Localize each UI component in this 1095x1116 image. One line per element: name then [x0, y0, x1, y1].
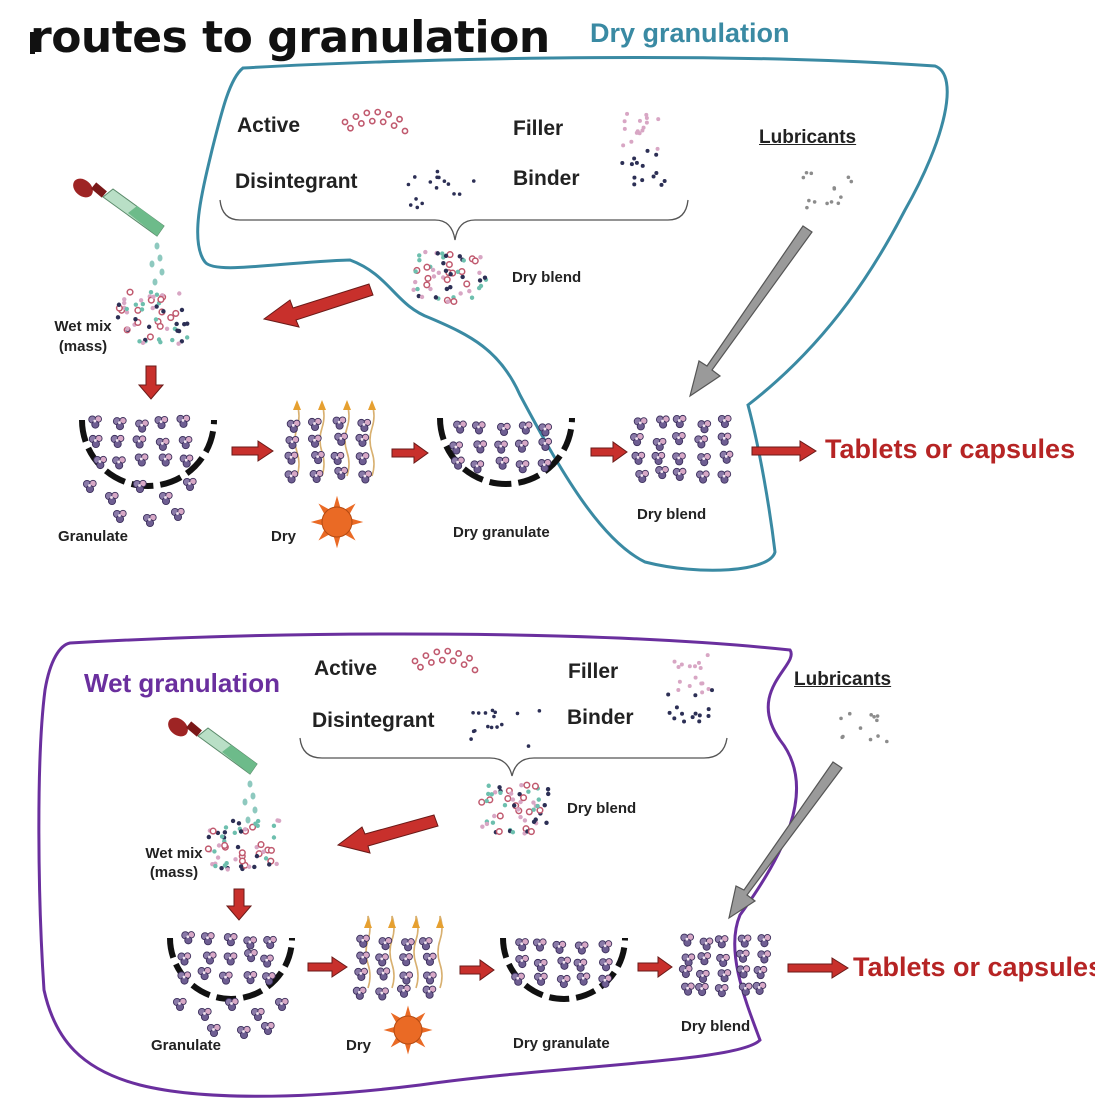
- binder-label: Binder: [567, 706, 634, 729]
- dry-granulation-outline: [196, 55, 949, 572]
- granulator-bowl: [500, 937, 628, 1002]
- dropper-icon: [73, 178, 165, 286]
- dry-label: Dry: [271, 528, 297, 545]
- heat-arrow-icon: [293, 400, 376, 477]
- dry-blend-particles: [411, 249, 489, 306]
- disintegrant-particles: [469, 708, 542, 748]
- wet-mix-sublabel: (mass): [149, 864, 199, 881]
- wet-mix-label: Wet mix: [145, 845, 203, 862]
- lubricant-arrow: [689, 225, 813, 398]
- wet-granulation-outline: [37, 632, 798, 1098]
- lubricant-arrow: [728, 761, 843, 920]
- final-dry-blend-label: Dry blend: [637, 506, 707, 523]
- binder-label: Binder: [513, 167, 580, 190]
- granulate-label: Granulate: [58, 528, 129, 545]
- wet-mix-particles: [204, 818, 282, 872]
- dry-granulation-heading: Dry granulation: [590, 18, 790, 48]
- wet-mix-sublabel: (mass): [58, 338, 108, 355]
- lubricants-label: Lubricants: [794, 669, 892, 690]
- disintegrant-label: Disintegrant: [312, 709, 435, 732]
- lubricant-particles: [801, 170, 854, 210]
- granulate-label: Granulate: [151, 1037, 222, 1054]
- active-particles: [341, 108, 409, 135]
- granules: [82, 414, 734, 528]
- heat-arrow-icon: [364, 915, 444, 989]
- output-label: Tablets or capsules: [825, 434, 1076, 464]
- curly-brace-icon: [299, 737, 728, 777]
- filler-label: Filler: [568, 660, 619, 683]
- sun-icon: [310, 495, 364, 549]
- wet-granulation-heading: Wet granulation: [84, 668, 280, 698]
- binder-particles: [620, 148, 667, 187]
- dry-granulate-label: Dry granulate: [453, 524, 550, 541]
- active-label: Active: [237, 114, 301, 137]
- dry-granulate-label: Dry granulate: [513, 1035, 610, 1052]
- lubricant-particles: [839, 711, 889, 744]
- granulator-bowl: [79, 419, 217, 489]
- active-label: Active: [314, 657, 378, 680]
- dry-blend-particles: [478, 781, 551, 836]
- disintegrant-particles: [406, 169, 476, 210]
- filler-label: Filler: [513, 117, 564, 140]
- granulator-bowl: [167, 937, 295, 1002]
- output-label: Tablets or capsules: [853, 952, 1095, 982]
- dry-blend-label: Dry blend: [512, 269, 582, 286]
- granulator-bowl: [437, 417, 575, 487]
- dry-blend-label: Dry blend: [567, 800, 637, 817]
- wet-mix-label: Wet mix: [54, 318, 112, 335]
- flow-arrows: [137, 283, 849, 981]
- filler-particles: [621, 111, 661, 151]
- dropper-icon: [168, 717, 258, 824]
- dry-label: Dry: [346, 1037, 372, 1054]
- curly-brace-icon: [219, 199, 689, 241]
- title-cut-mark: [30, 32, 35, 54]
- binder-particles: [666, 688, 714, 724]
- wet-mix-particles: [115, 288, 190, 346]
- sun-icon: [383, 1005, 433, 1055]
- filler-particles: [672, 653, 711, 695]
- final-dry-blend-label: Dry blend: [681, 1018, 751, 1035]
- lubricants-label: Lubricants: [759, 127, 857, 148]
- page-title: routes to granulation: [30, 12, 550, 63]
- disintegrant-label: Disintegrant: [235, 170, 358, 193]
- active-particles: [411, 647, 479, 674]
